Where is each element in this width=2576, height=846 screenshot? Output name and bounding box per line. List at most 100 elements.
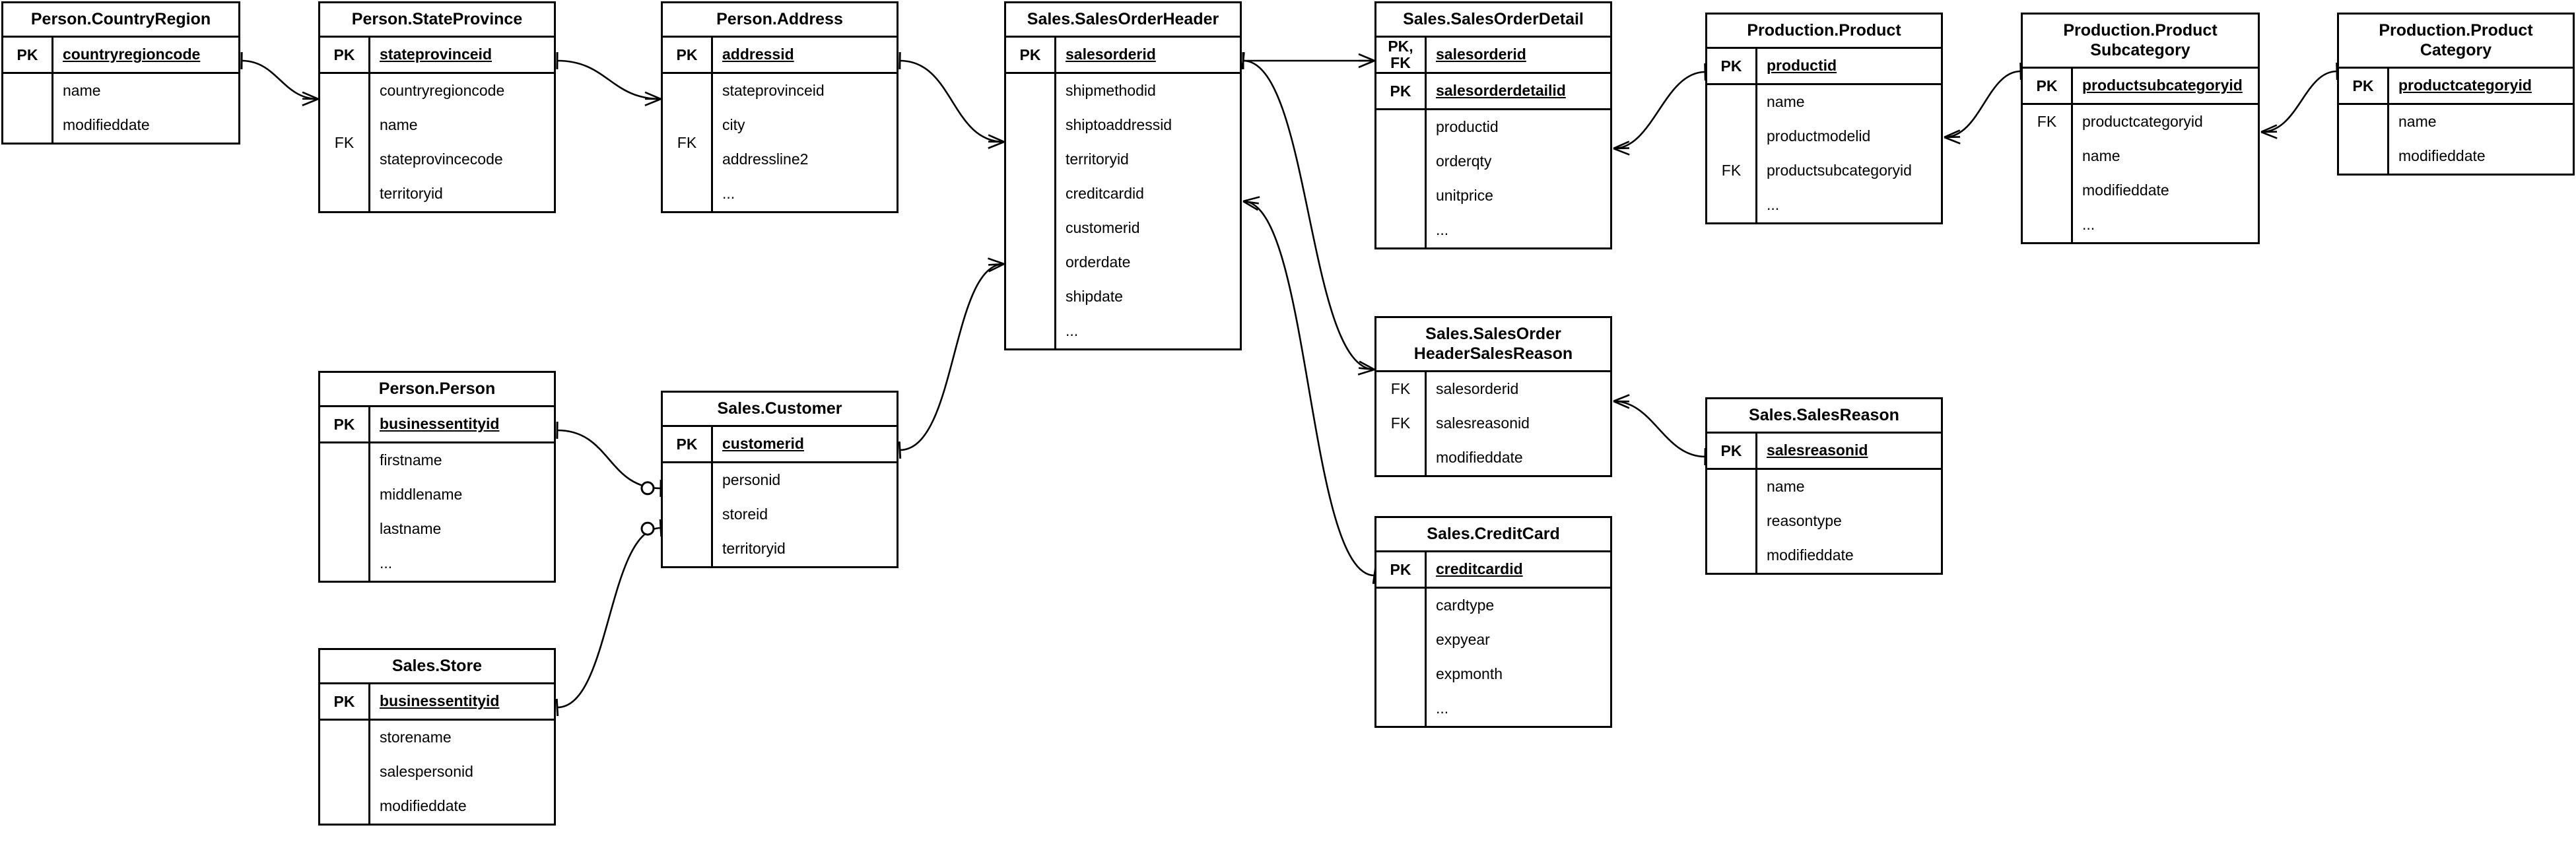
- field-row: shipmethodid: [1066, 82, 1156, 99]
- key-label-cell: [3, 74, 53, 143]
- field-column: businessentityid: [370, 407, 554, 441]
- relationship-line: [557, 429, 661, 490]
- key-label-cell: FK: [1707, 85, 1757, 222]
- cardinality-crowfoot: [1613, 394, 1630, 403]
- field-row: stateprovinceid: [722, 82, 825, 99]
- cardinality-crowfoot: [1613, 400, 1630, 409]
- cardinality-one-bar: [1241, 51, 1245, 70]
- field-row: stateprovincecode: [380, 150, 503, 168]
- cardinality-crowfoot: [988, 263, 1005, 266]
- entity-title-line: Production.Product: [2063, 21, 2218, 40]
- primary-key-field: salesreasonid: [1767, 441, 1868, 459]
- field-row: customerid: [1066, 219, 1140, 236]
- entity-title: Production.Product: [1707, 15, 1941, 49]
- entity-title: Person.Address: [663, 3, 897, 38]
- relationship-line: [1613, 400, 1706, 458]
- relationship-salesorderheader-salesorderheadersalesreason: [1241, 51, 1375, 375]
- relationship-countryregion-stateprovince: [240, 51, 319, 106]
- field-row: middlename: [380, 486, 463, 503]
- relationship-salesreason-salesorderheadersalesreason: [1613, 394, 1707, 466]
- key-label-cell: [1707, 470, 1757, 573]
- relationship-salesorderheader-salesorderdetail: [1242, 52, 1375, 69]
- primary-key-field: creditcardid: [1436, 560, 1523, 577]
- field-row: countryregioncode: [380, 82, 505, 99]
- entity-title: Person.StateProvince: [320, 3, 554, 38]
- cardinality-crowfoot: [1613, 141, 1630, 150]
- relationship-line: [1944, 70, 2021, 139]
- primary-key-field: businessentityid: [380, 415, 500, 432]
- primary-key-field: businessentityid: [380, 692, 500, 709]
- field-row: productcategoryid: [2082, 113, 2203, 130]
- entity-title: Sales.SalesReason: [1707, 399, 1941, 434]
- primary-key-field: salesorderid: [1066, 46, 1156, 63]
- field-row: territoryid: [722, 540, 786, 557]
- field-column: customerid: [713, 427, 897, 461]
- key-label-cell: PK,FK: [1376, 38, 1427, 72]
- cardinality-crowfoot: [302, 98, 319, 106]
- key-label-cell: PK: [320, 407, 370, 441]
- field-row: salespersonid: [380, 763, 473, 780]
- relationship-line: [899, 59, 1005, 143]
- relationship-product-salesorderdetail: [1613, 63, 1707, 156]
- relationship-line: [241, 59, 319, 100]
- entity-title: Sales.Customer: [663, 393, 897, 427]
- field-row: territoryid: [380, 185, 443, 202]
- key-label-cell: PK: [1006, 38, 1056, 72]
- primary-key-field: customerid: [722, 435, 804, 452]
- field-row: orderdate: [1066, 253, 1131, 271]
- relationship-line: [2260, 70, 2338, 133]
- key-label-cell: [320, 721, 370, 824]
- field-column: productcategoryid: [2389, 69, 2573, 103]
- cardinality-zero-circle: [640, 521, 655, 536]
- field-row: productmodelid: [1767, 127, 1871, 145]
- relationship-creditcard-salesorderheader: [1242, 196, 1377, 585]
- field-row: ...: [380, 554, 393, 571]
- relationship-line: [557, 527, 661, 709]
- cardinality-crowfoot: [1242, 200, 1259, 211]
- field-column: stateprovinceid: [370, 38, 554, 72]
- field-row: modifieddate: [2082, 181, 2169, 199]
- cardinality-crowfoot: [1944, 136, 1961, 145]
- field-row: ...: [1066, 322, 1079, 339]
- cardinality-crowfoot: [1358, 53, 1375, 62]
- field-row: cardtype: [1436, 597, 1495, 614]
- field-row: productsubcategoryid: [1767, 162, 1912, 179]
- cardinality-crowfoot: [988, 257, 1005, 265]
- cardinality-crowfoot: [1359, 360, 1375, 371]
- relationship-productcategory-productsubcategory: [2260, 62, 2338, 139]
- field-row: modifieddate: [1436, 449, 1523, 466]
- field-row: addressline2: [722, 150, 809, 168]
- cardinality-zero-circle: [640, 481, 655, 496]
